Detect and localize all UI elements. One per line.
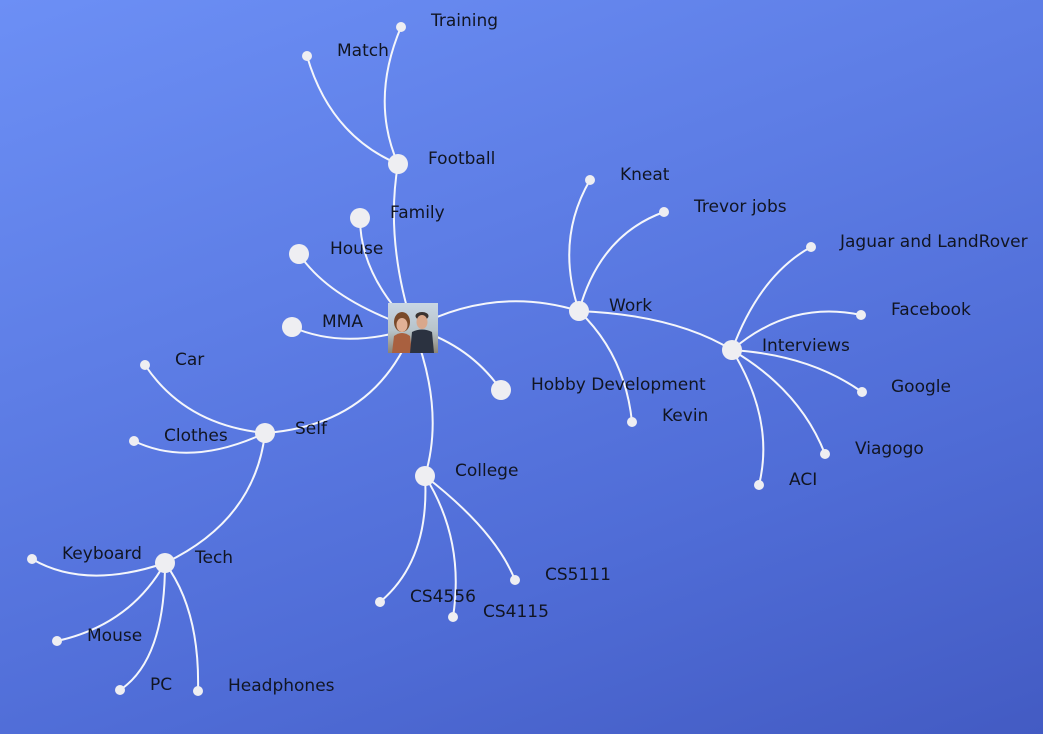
node-interviews[interactable]	[722, 340, 742, 360]
node-tech[interactable]	[155, 553, 175, 573]
node-aci[interactable]	[754, 480, 764, 490]
central-photo-node[interactable]	[388, 303, 438, 353]
label-facebook[interactable]: Facebook	[891, 300, 971, 320]
node-kevin[interactable]	[627, 417, 637, 427]
label-interviews[interactable]: Interviews	[762, 336, 850, 356]
edge-football-training	[383, 26, 402, 165]
label-headphones[interactable]: Headphones	[228, 676, 335, 696]
edge-tech-pc	[119, 562, 166, 691]
node-keyboard[interactable]	[27, 554, 37, 564]
node-headphones[interactable]	[193, 686, 203, 696]
edge-college-cs4115	[424, 475, 457, 618]
label-college[interactable]: College	[455, 461, 518, 481]
edge-tech-headphones	[164, 562, 200, 692]
node-work[interactable]	[569, 301, 589, 321]
person-left-body	[392, 333, 412, 353]
label-family[interactable]: Family	[390, 203, 445, 223]
label-kneat[interactable]: Kneat	[620, 165, 670, 185]
label-viagogo[interactable]: Viagogo	[855, 439, 924, 459]
node-viagogo[interactable]	[820, 449, 830, 459]
node-cs4115[interactable]	[448, 612, 458, 622]
node-family[interactable]	[350, 208, 370, 228]
edge-interviews-viagogo	[731, 349, 826, 455]
node-cs5111[interactable]	[510, 575, 520, 585]
edge-tech-mouse	[56, 562, 166, 642]
node-trevor[interactable]	[659, 207, 669, 217]
label-house[interactable]: House	[330, 239, 383, 259]
edge-tech-keyboard	[31, 558, 166, 577]
edge-interviews-facebook	[731, 310, 862, 351]
node-mma[interactable]	[282, 317, 302, 337]
edge-self-clothes	[133, 432, 266, 454]
node-google[interactable]	[857, 387, 867, 397]
label-kevin[interactable]: Kevin	[662, 406, 708, 426]
node-kneat[interactable]	[585, 175, 595, 185]
node-jaguar[interactable]	[806, 242, 816, 252]
node-football[interactable]	[388, 154, 408, 174]
label-cs5111[interactable]: CS5111	[545, 565, 611, 585]
node-training[interactable]	[396, 22, 406, 32]
label-tech[interactable]: Tech	[194, 548, 233, 568]
edge-self-tech	[164, 432, 266, 564]
node-college[interactable]	[415, 466, 435, 486]
label-keyboard[interactable]: Keyboard	[62, 544, 142, 564]
label-football[interactable]: Football	[428, 149, 495, 169]
edge-college-cs5111	[424, 475, 516, 581]
node-hobby[interactable]	[491, 380, 511, 400]
node-pc[interactable]	[115, 685, 125, 695]
node-car[interactable]	[140, 360, 150, 370]
node-cs4556[interactable]	[375, 597, 385, 607]
label-match[interactable]: Match	[337, 41, 389, 61]
label-mouse[interactable]: Mouse	[87, 626, 142, 646]
label-self[interactable]: Self	[295, 419, 328, 439]
label-cs4115[interactable]: CS4115	[483, 602, 549, 622]
label-pc[interactable]: PC	[150, 675, 172, 695]
label-training[interactable]: Training	[430, 11, 498, 31]
node-match[interactable]	[302, 51, 312, 61]
label-jaguar[interactable]: Jaguar and LandRover	[839, 232, 1028, 252]
edge-interviews-google	[731, 349, 863, 393]
edge-interviews-aci	[731, 349, 765, 486]
label-mma[interactable]: MMA	[322, 312, 363, 332]
node-self[interactable]	[255, 423, 275, 443]
edge-college-cs4556	[379, 475, 427, 603]
edge-football-match	[306, 55, 399, 165]
label-car[interactable]: Car	[175, 350, 204, 370]
edge-work-kneat	[568, 179, 591, 312]
edge-work-kevin	[578, 310, 633, 423]
label-trevor[interactable]: Trevor jobs	[693, 197, 787, 217]
edge-work-interviews	[578, 310, 733, 351]
label-cs4556[interactable]: CS4556	[410, 587, 476, 607]
person-right-face	[416, 315, 428, 329]
label-aci[interactable]: ACI	[789, 470, 817, 490]
node-facebook[interactable]	[856, 310, 866, 320]
edge-work-trevor	[578, 211, 665, 312]
node-mouse[interactable]	[52, 636, 62, 646]
edge-self-car	[144, 364, 266, 434]
person-left-face	[396, 318, 408, 332]
node-house[interactable]	[289, 244, 309, 264]
node-clothes[interactable]	[129, 436, 139, 446]
edge-interviews-jaguar	[731, 246, 812, 351]
label-work[interactable]: Work	[609, 296, 652, 316]
label-google[interactable]: Google	[891, 377, 951, 397]
label-clothes[interactable]: Clothes	[164, 426, 228, 446]
person-right-body	[410, 329, 434, 353]
label-hobby[interactable]: Hobby Development	[531, 375, 706, 395]
mind-map-nodes	[27, 22, 867, 696]
